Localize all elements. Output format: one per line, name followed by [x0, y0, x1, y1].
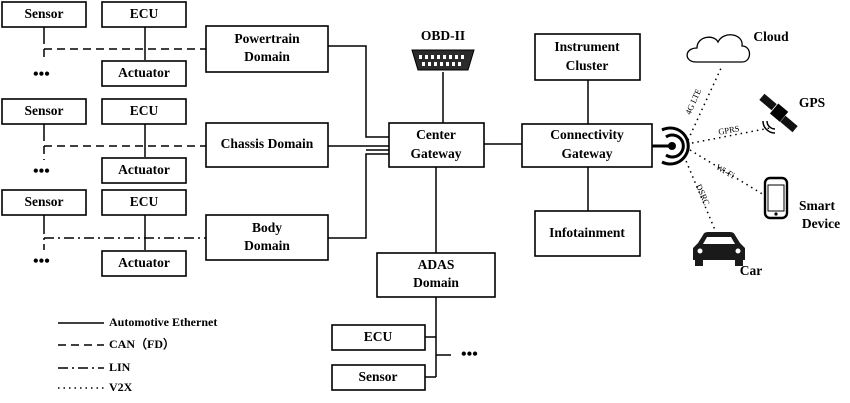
sensor-label: Sensor [24, 6, 63, 21]
sensor-label: Sensor [24, 103, 63, 118]
actuator-label: Actuator [118, 255, 170, 270]
ellipsis: ••• [33, 163, 50, 180]
actuator-label: Actuator [118, 65, 170, 80]
satellite-icon [759, 93, 798, 134]
cloud-icon [686, 34, 751, 63]
ecu-label: ECU [364, 329, 393, 344]
smart-device-label-line1: Smart [799, 198, 835, 213]
cluster-body: Sensor ECU Actuator ••• [1, 189, 187, 277]
obd-connector: OBD-II [411, 28, 475, 71]
ecu-label: ECU [130, 103, 159, 118]
adas-sensor: Sensor [331, 364, 426, 391]
adas-label-line2: Domain [413, 275, 459, 290]
sensor-box [1, 189, 87, 216]
center-label-line1: Center [416, 127, 456, 142]
smartphone-icon [763, 176, 789, 220]
link-label-gprs: GPRS [717, 123, 740, 137]
connectivity-label-line1: Connectivity [550, 127, 624, 142]
sensor-box [1, 1, 87, 28]
ellipsis: ••• [33, 66, 50, 83]
legend-can: CAN（FD） [109, 336, 175, 351]
sensor-label: Sensor [358, 369, 397, 384]
instrument-label-line1: Instrument [554, 39, 620, 54]
body-label-line2: Domain [244, 238, 290, 253]
ellipsis: ••• [33, 253, 50, 270]
actuator-box [101, 60, 187, 87]
link-label-wifi: Wi-Fi [714, 162, 737, 181]
infotainment-label: Infotainment [549, 225, 625, 240]
actuator-box [101, 250, 187, 277]
ecu-label: ECU [130, 6, 159, 21]
cloud-label: Cloud [753, 29, 789, 44]
instrument-cluster: Instrument Cluster [534, 33, 641, 81]
body-label-line1: Body [252, 220, 282, 235]
obd-port-icon [411, 49, 475, 71]
link-label-dsrc: DSRC [694, 182, 712, 207]
infotainment: Infotainment [534, 210, 641, 257]
powertrain-label-line2: Domain [244, 49, 290, 64]
legend-v2x: V2X [109, 380, 133, 394]
center-gateway: Center Gateway [388, 122, 485, 168]
adas-domain: ADAS Domain [376, 252, 496, 298]
obd-label: OBD-II [421, 28, 465, 43]
cluster-powertrain: Sensor ECU Actuator ••• [1, 1, 187, 87]
sensor-box [1, 98, 87, 125]
antenna-icon [652, 126, 690, 166]
ecu-box [101, 189, 187, 216]
connectivity-gateway: Connectivity Gateway [521, 123, 653, 168]
ecu-label: ECU [130, 194, 159, 209]
ecu-box [101, 98, 187, 125]
car-icon [693, 232, 745, 266]
chassis-label: Chassis Domain [221, 136, 314, 151]
legend: Automotive Ethernet CAN（FD） LIN V2X [58, 315, 217, 394]
actuator-label: Actuator [118, 162, 170, 177]
legend-ethernet: Automotive Ethernet [109, 315, 217, 329]
chassis-domain: Chassis Domain [205, 122, 329, 168]
cluster-chassis: Sensor ECU Actuator ••• [1, 98, 187, 184]
legend-lin: LIN [109, 360, 131, 374]
gps-label: GPS [799, 95, 825, 110]
link-label-4g-lte: 4G LTE [683, 87, 703, 116]
body-domain: Body Domain [205, 214, 329, 261]
center-label-line2: Gateway [411, 146, 462, 161]
adas-ecu: ECU [331, 324, 426, 351]
ellipsis: ••• [461, 346, 478, 363]
smart-device-label-line2: Device [802, 216, 840, 231]
actuator-box [101, 157, 187, 184]
instrument-label-line2: Cluster [566, 58, 609, 73]
powertrain-label-line1: Powertrain [234, 31, 300, 46]
sensor-label: Sensor [24, 194, 63, 209]
connections [43, 27, 771, 378]
connectivity-label-line2: Gateway [562, 146, 613, 161]
adas-label-line1: ADAS [418, 257, 455, 272]
ecu-box [101, 1, 187, 28]
car-label: Car [740, 263, 763, 278]
powertrain-domain: Powertrain Domain [205, 25, 329, 73]
